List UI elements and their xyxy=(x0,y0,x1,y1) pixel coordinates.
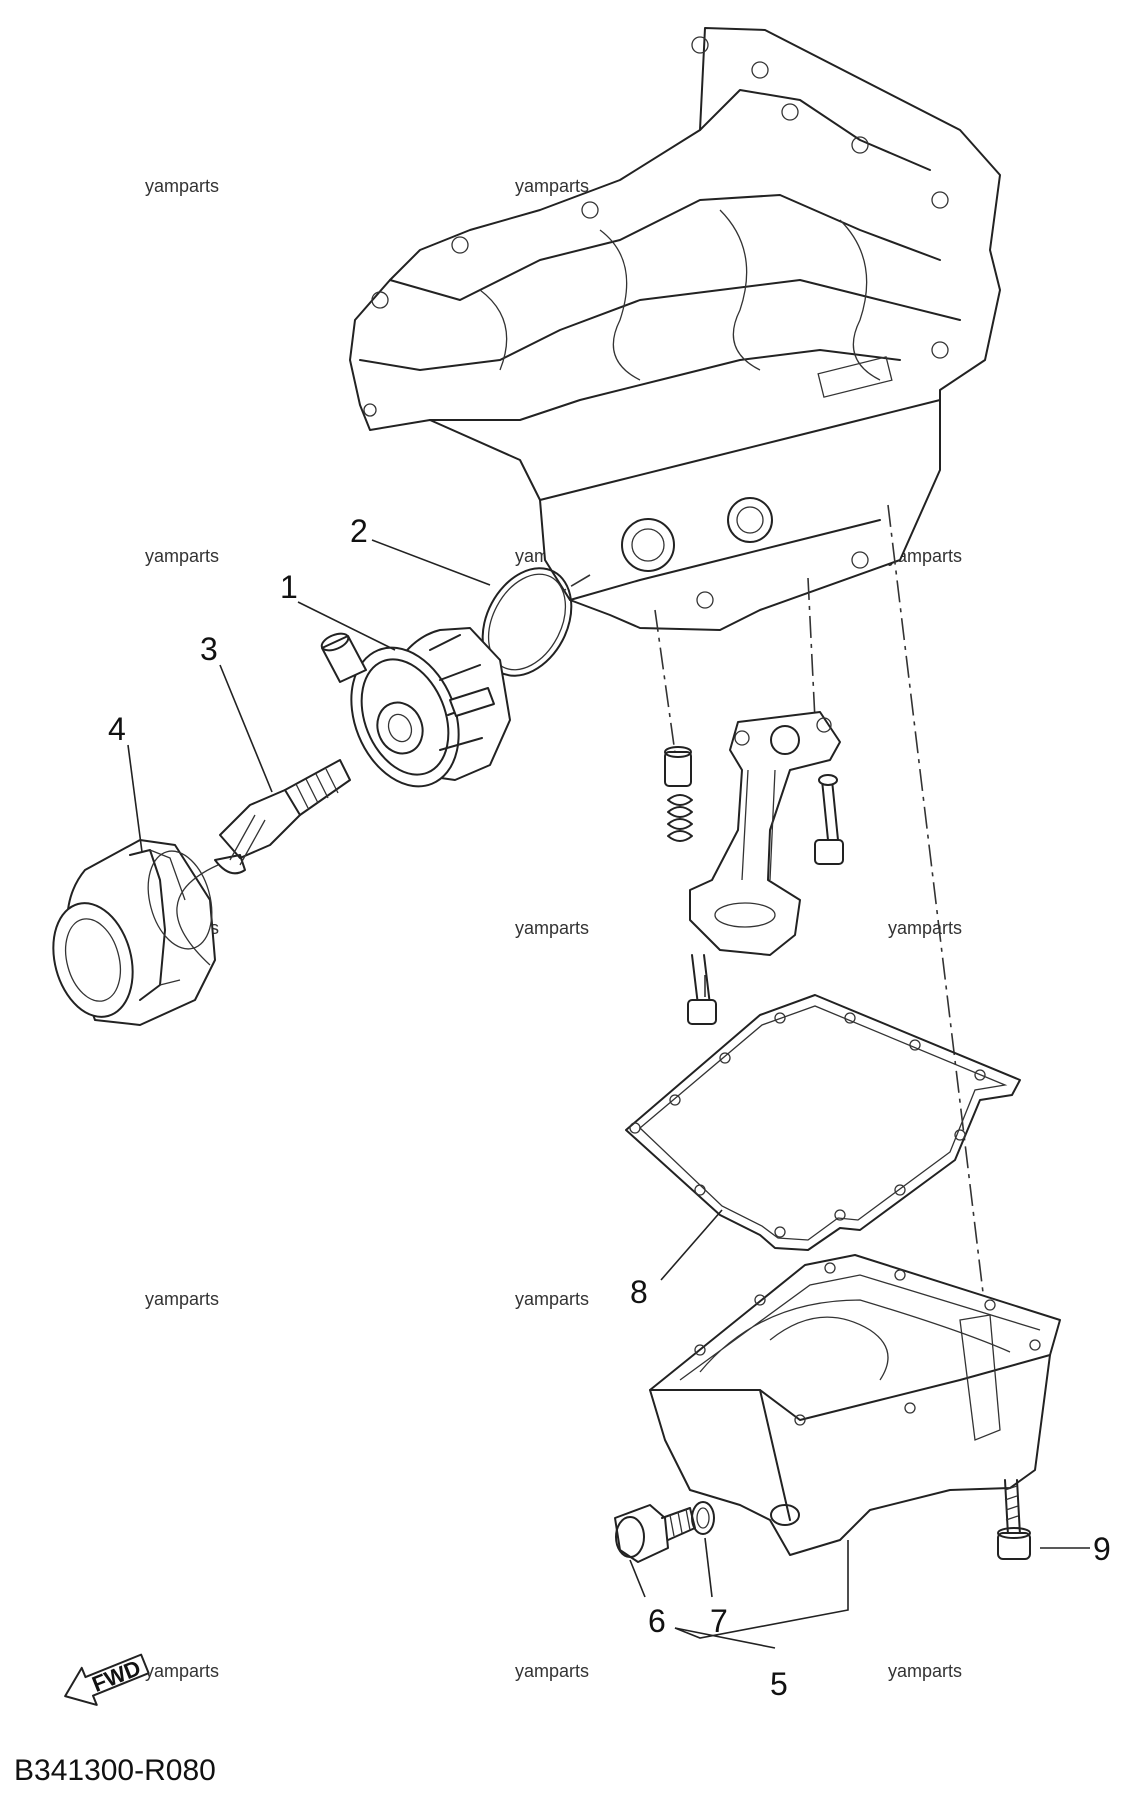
crankcase-icon xyxy=(349,27,1001,631)
gasket-ring-icon xyxy=(691,1501,715,1535)
leader-lines xyxy=(127,539,1090,1649)
pan-gasket-icon xyxy=(625,994,1021,1251)
fwd-arrow-icon: FWD xyxy=(64,1653,150,1706)
drawing-code: B341300-R080 xyxy=(14,1754,216,1787)
callout-6: 6 xyxy=(648,1603,666,1639)
fwd-label: FWD xyxy=(88,1655,144,1697)
callout-2: 2 xyxy=(350,513,368,549)
watermark: yamparts xyxy=(145,1661,219,1681)
callout-5: 5 xyxy=(770,1666,788,1702)
watermark: yamparts xyxy=(515,176,589,196)
callout-1: 1 xyxy=(280,569,298,605)
oil-pan-icon xyxy=(649,1254,1061,1556)
watermark: yamparts xyxy=(888,1661,962,1681)
callouts: 1 2 3 4 5 6 7 8 9 xyxy=(108,513,1111,1702)
callout-8: 8 xyxy=(630,1274,648,1310)
watermark: yamparts xyxy=(888,918,962,938)
watermark: yamparts xyxy=(145,546,219,566)
oil-strainer-icon xyxy=(664,711,844,1025)
watermark: yamparts xyxy=(145,1289,219,1309)
bolt-icon xyxy=(997,1479,1031,1560)
oil-cooler-icon xyxy=(320,627,511,788)
drain-plug-icon xyxy=(614,1504,696,1563)
watermark: yamparts xyxy=(515,1289,589,1309)
watermark: yamparts xyxy=(515,918,589,938)
callout-7: 7 xyxy=(710,1603,728,1639)
union-bolt-icon xyxy=(214,759,351,875)
watermark: yamparts xyxy=(145,176,219,196)
callout-9: 9 xyxy=(1093,1531,1111,1567)
callout-3: 3 xyxy=(200,631,218,667)
oil-filter-icon xyxy=(52,839,219,1026)
watermark: yamparts xyxy=(888,546,962,566)
watermark: yamparts xyxy=(515,1661,589,1681)
callout-4: 4 xyxy=(108,711,126,747)
